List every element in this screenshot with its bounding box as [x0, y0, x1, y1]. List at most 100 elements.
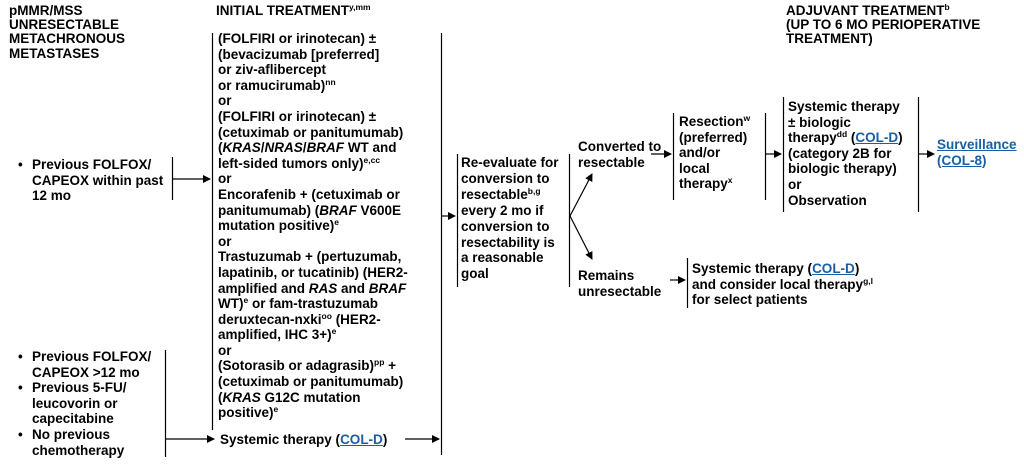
header-adjuvant-treatment: ADJUVANT TREATMENTb (UP TO 6 MO PERIOPER…: [786, 2, 981, 47]
remains-unresectable: Remains unresectable: [578, 268, 661, 299]
text-reevaluate-l4: every 2 mo if: [461, 202, 544, 218]
text-unresectable_therapy-l3: for select patients: [692, 292, 808, 308]
text-initial_treatment-l17i1: RAS: [308, 280, 338, 296]
text-initial_treatment-l12a: panitumumab) (: [218, 202, 320, 218]
text-prior_therapy_2-b3-1: chemotherapy: [32, 442, 125, 458]
text-initial_treatment-l15: Trastuzumab + (pertuzumab,: [218, 249, 402, 265]
text-initial_treatment-l12i: BRAF: [319, 202, 357, 218]
text-initial_treatment-l09a: left-sided tumors only): [218, 155, 364, 171]
arrow-to-remains: [569, 215, 593, 260]
systemic-therapy-lower: Systemic therapy (COL-D): [220, 432, 387, 448]
text-adjuvant_box-l5: biologic therapy): [788, 161, 897, 177]
text-initial_treatment-l01: (FOLFIRI or irinotecan) ±: [218, 31, 377, 46]
text-initial_treatment-l25a: positive): [218, 405, 274, 421]
text-initial_treatment-l25s: e: [273, 404, 279, 415]
text-resection-l4: local: [679, 160, 710, 176]
text-adjuvant_box-l1: Systemic therapy: [788, 99, 900, 114]
text-unresectable_therapy-l1a: Systemic therapy (: [692, 261, 813, 276]
text-initial_treatment-l09s: e,cc: [363, 154, 381, 165]
text-headers-col1-1: UNRESECTABLE: [9, 17, 120, 33]
text-initial_treatment-l08d: WT and: [344, 140, 397, 156]
text-surveillance-l1[interactable]: Surveillance: [937, 137, 1017, 152]
text-initial_treatment-l24b: G12C mutation: [260, 389, 361, 405]
text-initial_treatment-l14: or: [218, 233, 232, 249]
surveillance-link[interactable]: Surveillance (COL-8): [937, 137, 1017, 168]
text-initial_treatment-l22b: +: [384, 358, 397, 374]
text-adjuvant_box-l3b: (: [847, 130, 856, 146]
text-surveillance-l2[interactable]: (COL-8): [937, 152, 987, 168]
col-d-link-adjuvant[interactable]: COL-D: [855, 130, 899, 146]
text-initial_treatment-l06: (FOLFIRI or irinotecan) ±: [218, 108, 377, 124]
text-initial_treatment-l18a: WT): [218, 296, 244, 312]
text-adjuvant_box-l6: or: [788, 176, 802, 192]
text-adjuvant_box-l3c: ): [898, 130, 903, 146]
text-initial_treatment-l20a: amplified, IHC 3+): [218, 327, 332, 343]
text-reevaluate-l2: conversion to: [461, 170, 550, 186]
text-reevaluate-l8: goal: [461, 266, 489, 282]
text-initial_treatment-l02: (bevacizumab [preferred]: [218, 46, 380, 62]
text-initial_treatment-l05: or: [218, 93, 232, 109]
text-reevaluate-l3a: resectable: [461, 186, 528, 202]
text-initial_treatment-l12b: V600E: [356, 202, 402, 218]
text-headers-adjuvant_line3: TREATMENT): [786, 31, 873, 47]
text-initial_treatment-l19s: oo: [321, 310, 332, 321]
text-initial_treatment-l04a: or ramucirumab): [218, 77, 326, 93]
text-reevaluate-l5: conversion to: [461, 218, 550, 234]
text-headers-initial-text: INITIAL TREATMENT: [216, 3, 349, 18]
text-initial_treatment-l13s: e: [334, 217, 339, 228]
text-prior_therapy_2-b2-0: Previous 5-FU/: [32, 380, 127, 396]
text-initial_treatment-l21: or: [218, 342, 232, 358]
text-headers-adjuvant_line2: (UP TO 6 MO PERIOPERATIVE: [786, 17, 981, 33]
text-unresectable_therapy-l1b: ): [854, 261, 860, 276]
text-adjuvant_box-l3s: dd: [836, 129, 848, 140]
text-reevaluate-l1: Re-evaluate for: [461, 155, 559, 170]
prior-therapy-group-2: Previous FOLFOX/ CAPEOX >12 mo Previous …: [18, 349, 151, 458]
col-d-link-unresectable[interactable]: COL-D: [812, 261, 855, 276]
text-initial_treatment-l13a: mutation positive): [218, 218, 335, 234]
text-headers-adjuvant_line1-text: ADJUVANT TREATMENT: [786, 3, 945, 18]
resection-box: Resectionw (preferred) and/or local ther…: [679, 114, 750, 192]
converted-to-resectable: Converted to resectable: [578, 139, 661, 170]
header-initial-treatment: INITIAL TREATMENTy,mm: [216, 2, 371, 18]
text-prior_therapy_2-b3-0: No previous: [32, 426, 111, 442]
header-pmmr-mss: pMMR/MSS UNRESECTABLE METACHRONOUS METAS…: [9, 3, 125, 61]
text-resection-l5a: therapy: [679, 176, 728, 192]
text-unresectable_therapy-l2s: g,l: [863, 275, 873, 286]
text-headers-col1-2: METACHRONOUS: [9, 31, 125, 47]
text-headers-col1-0: pMMR/MSS: [9, 3, 83, 18]
text-initial_treatment-l03: or ziv-aflibercept: [218, 62, 327, 78]
text-initial_treatment-l08b: /: [260, 140, 265, 156]
text-initial_treatment-l08i1: KRAS: [222, 140, 261, 156]
text-initial_treatment-l23: (cetuximab or panitumumab): [218, 374, 404, 390]
text-adjuvant_box-l3a: therapy: [788, 130, 837, 146]
text-headers-adjuvant_line1-sup: b: [944, 2, 950, 12]
text-initial_treatment-l08i2: NRAS: [264, 140, 303, 156]
text-initial_treatment-l17b: and: [337, 280, 369, 296]
text-converted-0: Converted to: [578, 139, 662, 154]
text-initial_treatment-l08a: (: [218, 140, 223, 156]
text-converted-1: resectable: [578, 154, 645, 170]
col-d-link[interactable]: COL-D: [340, 432, 383, 447]
reevaluate-box: Re-evaluate for conversion to resectable…: [461, 155, 559, 282]
text-prior_therapy_2-b2-1: leucovorin or: [32, 395, 118, 411]
text-prior_therapy_1-0: Previous FOLFOX/: [32, 157, 152, 172]
text-headers-initial-sup: y,mm: [349, 2, 371, 12]
text-prior_therapy_1-1: CAPEOX within past: [32, 172, 164, 188]
text-initial_treatment-l10: or: [218, 171, 232, 187]
text-resection-l1s: w: [743, 113, 751, 123]
text-initial_treatment-l04s: nn: [325, 76, 336, 87]
text-initial_treatment-l07: (cetuximab or panitumumab): [218, 124, 404, 140]
text-adjuvant_box-l4: (category 2B for: [788, 145, 892, 161]
text-initial_treatment-l20s: e: [331, 326, 337, 337]
text-unresectable_therapy-l2a: and consider local therapy: [692, 276, 864, 292]
text-initial_treatment-l22a: (Sotorasib or adagrasib): [218, 358, 375, 374]
text-remains-1: unresectable: [578, 283, 662, 299]
text-resection-l3: and/or: [679, 145, 721, 161]
text-initial_treatment-l24a: (: [218, 389, 223, 405]
text-initial_treatment-l08c: /: [302, 140, 307, 156]
arrow-to-converted: [569, 173, 593, 217]
text-prior_therapy_2-b2-2: capecitabine: [32, 411, 114, 427]
text-initial_treatment-l08i3: BRAF: [306, 140, 345, 156]
text-initial_treatment-l17a: amplified and: [218, 280, 309, 296]
